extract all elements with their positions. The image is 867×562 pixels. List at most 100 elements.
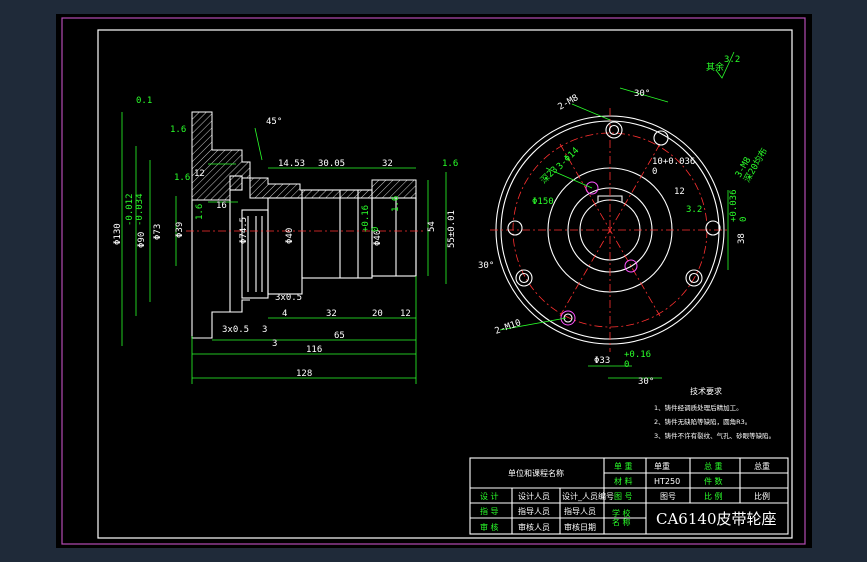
bolt-hole-top	[605, 121, 623, 139]
dim-n3b: 3	[272, 339, 277, 349]
tb-review-val: 审核人员	[518, 522, 550, 532]
tb-scale-label: 单 重	[614, 461, 633, 471]
tb-weight-label: 总 重	[704, 461, 723, 471]
tech-req-heading: 技术要求	[690, 386, 722, 396]
tapped-hole-3	[560, 310, 576, 326]
angle-30-left: 30°	[478, 261, 494, 271]
dim-r2: 1.6	[442, 159, 458, 169]
dim-d90: Φ90	[137, 232, 147, 248]
tb-guide-val: 指导人员	[518, 506, 550, 516]
dim-d90-tol: -0.012-0.034	[125, 193, 145, 226]
tech-req-item-1: 1、铸件经调质处理后精加工。	[654, 403, 743, 412]
dim-d73: Φ73	[153, 224, 163, 240]
drawing-title: CA6140皮带轮座	[656, 510, 776, 528]
tb-ratio-val: 比例	[754, 491, 770, 501]
dim-d130: Φ130	[113, 223, 123, 245]
dim-r1: 1.6	[174, 173, 190, 183]
drawing-sheet	[56, 14, 812, 548]
section-view: 0.1 1.6 45° 1.6 12 16 14.53 30.05 32 1.6…	[113, 96, 458, 384]
dim-l1: 12	[194, 169, 205, 179]
dim-d40b: Φ40	[373, 230, 383, 246]
tb-scale-val: 单重	[654, 461, 670, 471]
dim-n116: 116	[306, 345, 322, 355]
dim-d74: Φ74.5	[239, 217, 249, 244]
bolt-holes	[507, 121, 721, 326]
title-block: 单位和课程名称 单 重 单重 总 重 总重 材 料 HT250 件 数 设 计 …	[469, 457, 789, 535]
roughness-symbol-icon	[715, 51, 735, 79]
diagonal-centerline-2	[559, 143, 661, 317]
tb-guide-val2: 指导人员	[564, 506, 596, 516]
sheet-inner-border	[97, 29, 793, 539]
tb-ratio-label: 比 例	[704, 491, 723, 501]
bolt-hole-right	[705, 220, 721, 236]
technical-requirements: 技术要求 1、铸件经调质处理后精加工。 2、铸件无缺陷等缺陷，圆角R3。 3、铸…	[654, 386, 775, 440]
tb-weight-val: 总重	[754, 461, 770, 471]
dim-d2: 1.6	[170, 125, 186, 135]
tech-req-item-3: 3、铸件不许有裂纹、气孔、砂眼等缺陷。	[654, 431, 775, 440]
dim-d40-tol: +0.160	[361, 205, 381, 232]
dim-d39: Φ39	[175, 222, 185, 238]
tb-fig-val: 图号	[660, 492, 676, 501]
angle-30-top: 30°	[634, 89, 650, 99]
bolt-hole-left	[507, 220, 523, 236]
angle-30-bottom: 30°	[638, 377, 654, 387]
dim-l5: 32	[382, 159, 393, 169]
dim-n128: 128	[296, 369, 312, 379]
dim-d1: 0.1	[136, 96, 152, 106]
tb-material-label: 材 料	[614, 476, 633, 486]
dim-r3: 1.6	[195, 204, 205, 220]
tapped-hole-2	[624, 259, 638, 273]
dim-r4: 1.6	[391, 196, 401, 212]
title-block-frame	[469, 457, 789, 535]
dim-n32: 32	[326, 309, 337, 319]
label-ra: 3.2	[686, 205, 702, 215]
tech-req-item-2: 2、铸件无缺陷等缺陷，圆角R3。	[654, 417, 751, 426]
dim-l2: 16	[216, 201, 227, 211]
tb-qty-label: 件 数	[704, 476, 723, 486]
tb-review-label: 审 核	[480, 522, 499, 532]
tb-org: 单位和课程名称	[508, 468, 564, 478]
dim-d54: 54	[427, 221, 437, 232]
bolt-hole-top-inner	[608, 124, 620, 136]
tapped-hole-1	[585, 181, 599, 195]
label-r38-tol: +0.0360	[729, 189, 749, 222]
label-r38: 38	[737, 233, 747, 244]
tb-review-date: 审核日期	[564, 522, 596, 532]
dim-n65: 65	[334, 331, 345, 341]
tb-fig-label: 图 号	[614, 492, 633, 501]
bolt-hole-bottom-left	[515, 269, 533, 287]
bolt-hole-bottom-right	[685, 269, 703, 287]
dim-n20: 20	[372, 309, 383, 319]
dim-g1: 3x0.5	[275, 293, 302, 303]
bolt-hole-bottom-left-inner	[518, 272, 530, 284]
tb-design-date: 设计_人员编号	[562, 491, 614, 501]
dim-chamfer: 45°	[266, 117, 282, 127]
roughness-value: 3.2	[724, 55, 740, 65]
tb-design-label: 设 计	[480, 491, 499, 501]
label-d33: Φ33	[594, 356, 610, 366]
leader-2m	[571, 103, 611, 121]
dim-n3a: 3	[262, 325, 267, 335]
bolt-hole-top-right	[653, 130, 669, 146]
dim-l3: 14.53	[278, 159, 305, 169]
label-k12: 12	[674, 187, 685, 197]
label-d150: Φ150	[532, 197, 554, 207]
dim-n4: 4	[282, 309, 287, 319]
dim-d40a: Φ40	[285, 228, 295, 244]
leader-2m10	[499, 317, 567, 331]
tb-design-val: 设计人员	[518, 491, 550, 501]
bolt-hole-bottom-right-inner	[688, 272, 700, 284]
dim-l4: 30.05	[318, 159, 345, 169]
chamfer-leader	[254, 127, 263, 161]
dim-n12: 12	[400, 309, 411, 319]
tb-school-label: 学 校名 称	[612, 508, 631, 527]
leader-3d	[545, 167, 593, 189]
sheet-outer-border	[61, 17, 806, 545]
roughness-note: 其余	[706, 61, 724, 73]
keyway-detail	[229, 175, 243, 191]
angle-arc-top	[619, 87, 669, 103]
dim-d55: 55±0.01	[447, 210, 457, 248]
